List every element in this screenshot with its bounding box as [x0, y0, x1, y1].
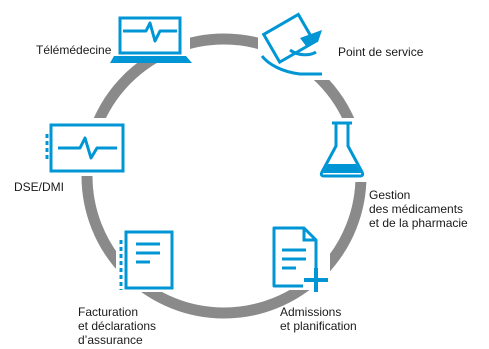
label-ehr: DSE/DMI — [14, 180, 64, 194]
label-line: et planification — [280, 319, 357, 333]
label-line: et déclarations — [78, 319, 157, 333]
flask-icon — [318, 118, 368, 182]
monitor-heartbeat-icon — [44, 118, 132, 176]
label-telemedecine: Télémédecine — [36, 43, 111, 57]
clipboard-document-icon — [116, 224, 180, 292]
label-medication-management: Gestion des médicaments et de la pharmac… — [369, 188, 468, 230]
label-admissions: Admissions et planification — [280, 305, 357, 333]
laptop-heartbeat-icon — [110, 14, 192, 63]
label-line: Admissions — [280, 305, 342, 319]
label-line: d’assurance — [78, 333, 143, 347]
label-line: Facturation — [78, 305, 139, 319]
label-line: Télémédecine — [36, 43, 112, 57]
tablet-in-hand-icon — [258, 10, 334, 80]
label-line: et de la pharmacie — [369, 216, 468, 230]
label-line: des médicaments — [369, 202, 464, 216]
label-line: Gestion — [369, 188, 411, 202]
document-plus-icon — [264, 224, 330, 292]
label-billing: Facturation et déclarations d’assurance — [78, 305, 156, 347]
label-line: Point de service — [338, 45, 424, 59]
label-point-of-service: Point de service — [338, 45, 423, 59]
label-line: DSE/DMI — [14, 180, 65, 194]
